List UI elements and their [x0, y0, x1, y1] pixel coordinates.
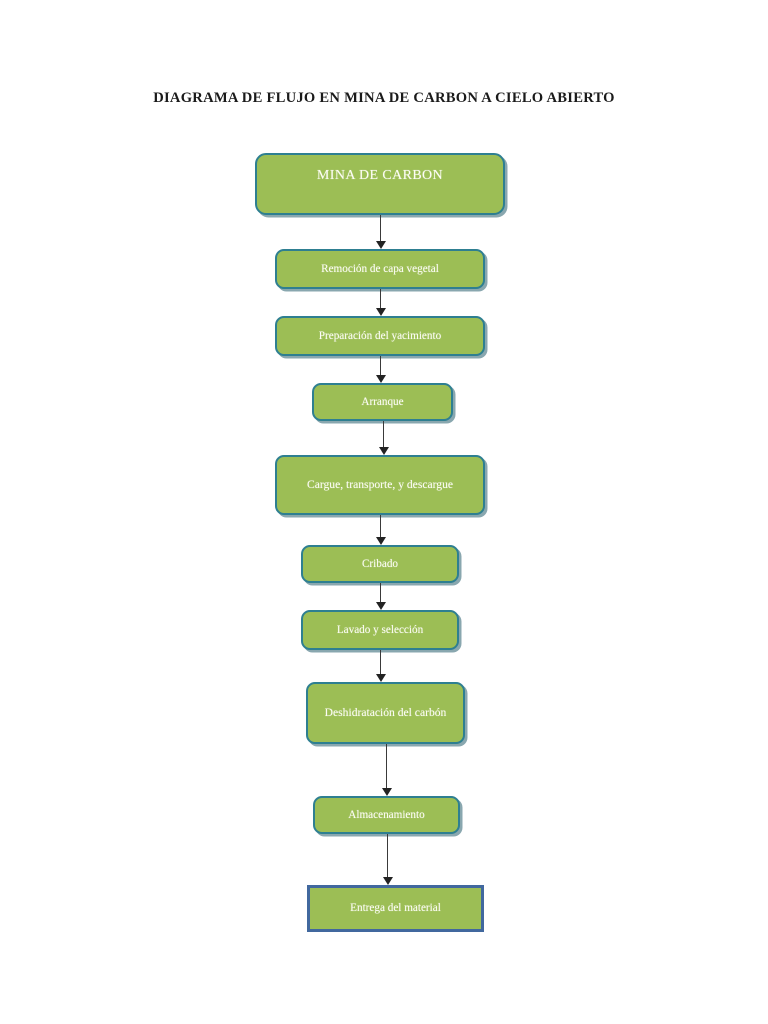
- flow-connector-n8-n9: [386, 744, 387, 788]
- flow-arrowhead-n7-n8: [375, 674, 386, 682]
- flow-node-label: Deshidratación del carbón: [324, 706, 447, 720]
- flow-node-label: Arranque: [361, 395, 404, 408]
- flow-node-n1: MINA DE CARBON: [255, 153, 505, 215]
- flow-node-n5: Cargue, transporte, y descargue: [275, 455, 485, 515]
- page-title: DIAGRAMA DE FLUJO EN MINA DE CARBON A CI…: [153, 90, 615, 106]
- flow-node-label: Lavado y selección: [336, 623, 424, 636]
- flow-connector-n5-n6: [380, 515, 381, 537]
- flow-node-label: Preparación del yacimiento: [318, 329, 442, 342]
- flow-node-label: Remoción de capa vegetal: [321, 262, 439, 275]
- flow-node-label: Almacenamiento: [348, 808, 425, 821]
- flow-node-n7: Lavado y selección: [301, 610, 459, 650]
- flow-connector-n3-n4: [380, 356, 381, 375]
- flow-arrowhead-n5-n6: [375, 537, 386, 545]
- flow-connector-n2-n3: [380, 289, 381, 308]
- flow-connector-n6-n7: [380, 583, 381, 602]
- flow-node-n4: Arranque: [312, 383, 453, 421]
- flow-node-label: Cribado: [361, 557, 399, 570]
- flow-arrowhead-n9-n10: [382, 877, 393, 885]
- flow-node-n10: Entrega del material: [307, 885, 484, 932]
- flow-node-label: Cargue, transporte, y descargue: [306, 478, 454, 492]
- flow-arrowhead-n2-n3: [375, 308, 386, 316]
- flow-node-n6: Cribado: [301, 545, 459, 583]
- flow-node-n8: Deshidratación del carbón: [306, 682, 465, 744]
- flow-node-n9: Almacenamiento: [313, 796, 460, 834]
- flow-connector-n1-n2: [380, 215, 381, 241]
- flow-arrowhead-n1-n2: [375, 241, 386, 249]
- flow-arrowhead-n6-n7: [375, 602, 386, 610]
- flow-arrowhead-n8-n9: [381, 788, 392, 796]
- flow-node-label: Entrega del material: [350, 902, 441, 914]
- flow-arrowhead-n3-n4: [375, 375, 386, 383]
- flow-node-n2: Remoción de capa vegetal: [275, 249, 485, 289]
- flow-connector-n7-n8: [380, 650, 381, 674]
- flow-connector-n9-n10: [387, 834, 388, 877]
- flow-node-label: MINA DE CARBON: [316, 168, 444, 183]
- flow-node-n3: Preparación del yacimiento: [275, 316, 485, 356]
- flow-connector-n4-n5: [383, 421, 384, 447]
- flow-arrowhead-n4-n5: [378, 447, 389, 455]
